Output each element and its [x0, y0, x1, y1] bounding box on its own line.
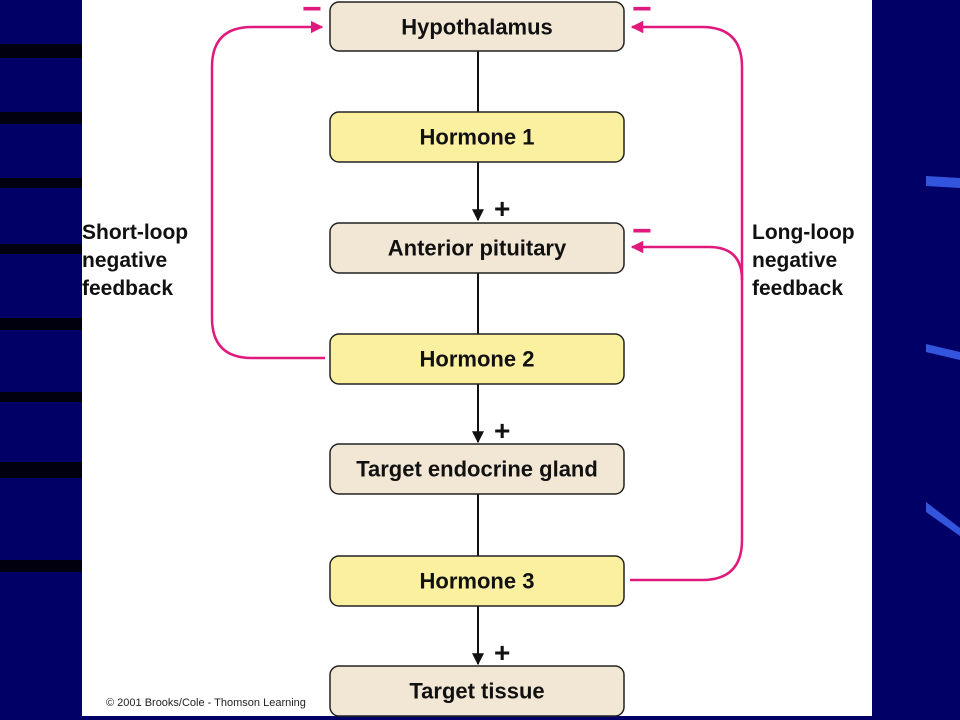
- node-label: Anterior pituitary: [388, 236, 567, 261]
- minus-sign-long-loop-hypothalamus: −: [632, 0, 652, 28]
- node-hypothalamus: Hypothalamus: [329, 1, 625, 52]
- short-loop-arrow: [210, 20, 325, 360]
- node-anterior-pituitary: Anterior pituitary: [329, 222, 625, 274]
- plus-sign-3: +: [494, 637, 510, 668]
- long-loop-label: Long-loop negative feedback: [752, 219, 855, 303]
- minus-sign-short-loop: −: [302, 0, 322, 28]
- node-label: Hormone 3: [420, 569, 535, 594]
- long-loop-label-line: Long-loop: [752, 221, 855, 244]
- short-loop-label-line: feedback: [82, 277, 174, 300]
- long-loop-arrow-hypothalamus: [630, 20, 744, 582]
- plus-sign-2: +: [494, 415, 510, 446]
- plus-sign-1: +: [494, 193, 510, 224]
- node-target-tissue: Target tissue: [329, 665, 625, 717]
- node-label: Hormone 1: [420, 125, 535, 150]
- node-label: Hormone 2: [420, 347, 535, 372]
- node-hormone-1: Hormone 1: [329, 111, 625, 163]
- node-label: Hypothalamus: [401, 15, 553, 40]
- long-loop-label-line: negative: [752, 249, 838, 272]
- short-loop-label-line: negative: [82, 249, 168, 272]
- long-loop-label-line: feedback: [752, 277, 844, 300]
- node-label: Target tissue: [409, 679, 544, 704]
- node-hormone-2: Hormone 2: [329, 333, 625, 385]
- long-loop-arrow-pituitary: [630, 240, 744, 281]
- short-loop-label-line: Short-loop: [82, 221, 189, 244]
- short-loop-label: Short-loop negative feedback: [82, 219, 188, 303]
- node-hormone-3: Hormone 3: [329, 555, 625, 607]
- copyright-notice: © 2001 Brooks/Cole - Thomson Learning: [106, 697, 306, 709]
- minus-sign-long-loop-pituitary: −: [632, 212, 652, 250]
- node-label: Target endocrine gland: [356, 457, 598, 482]
- node-target-endocrine-gland: Target endocrine gland: [329, 443, 625, 495]
